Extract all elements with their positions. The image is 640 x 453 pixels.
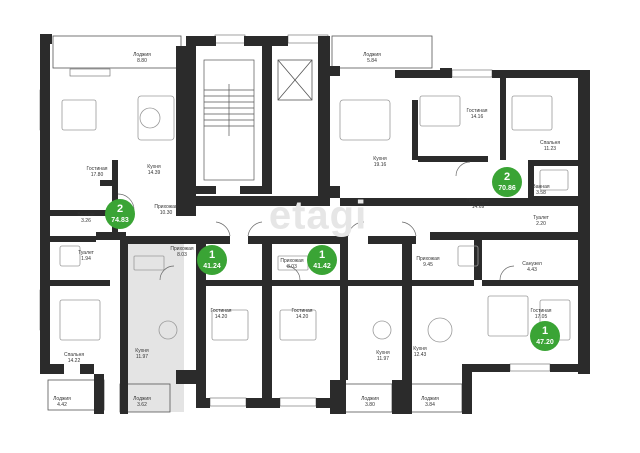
stairwell: [203, 59, 255, 181]
furniture: [59, 95, 571, 343]
watermark-logo: etagi: [268, 193, 368, 238]
elevator: [277, 59, 313, 101]
walls: [40, 34, 590, 414]
